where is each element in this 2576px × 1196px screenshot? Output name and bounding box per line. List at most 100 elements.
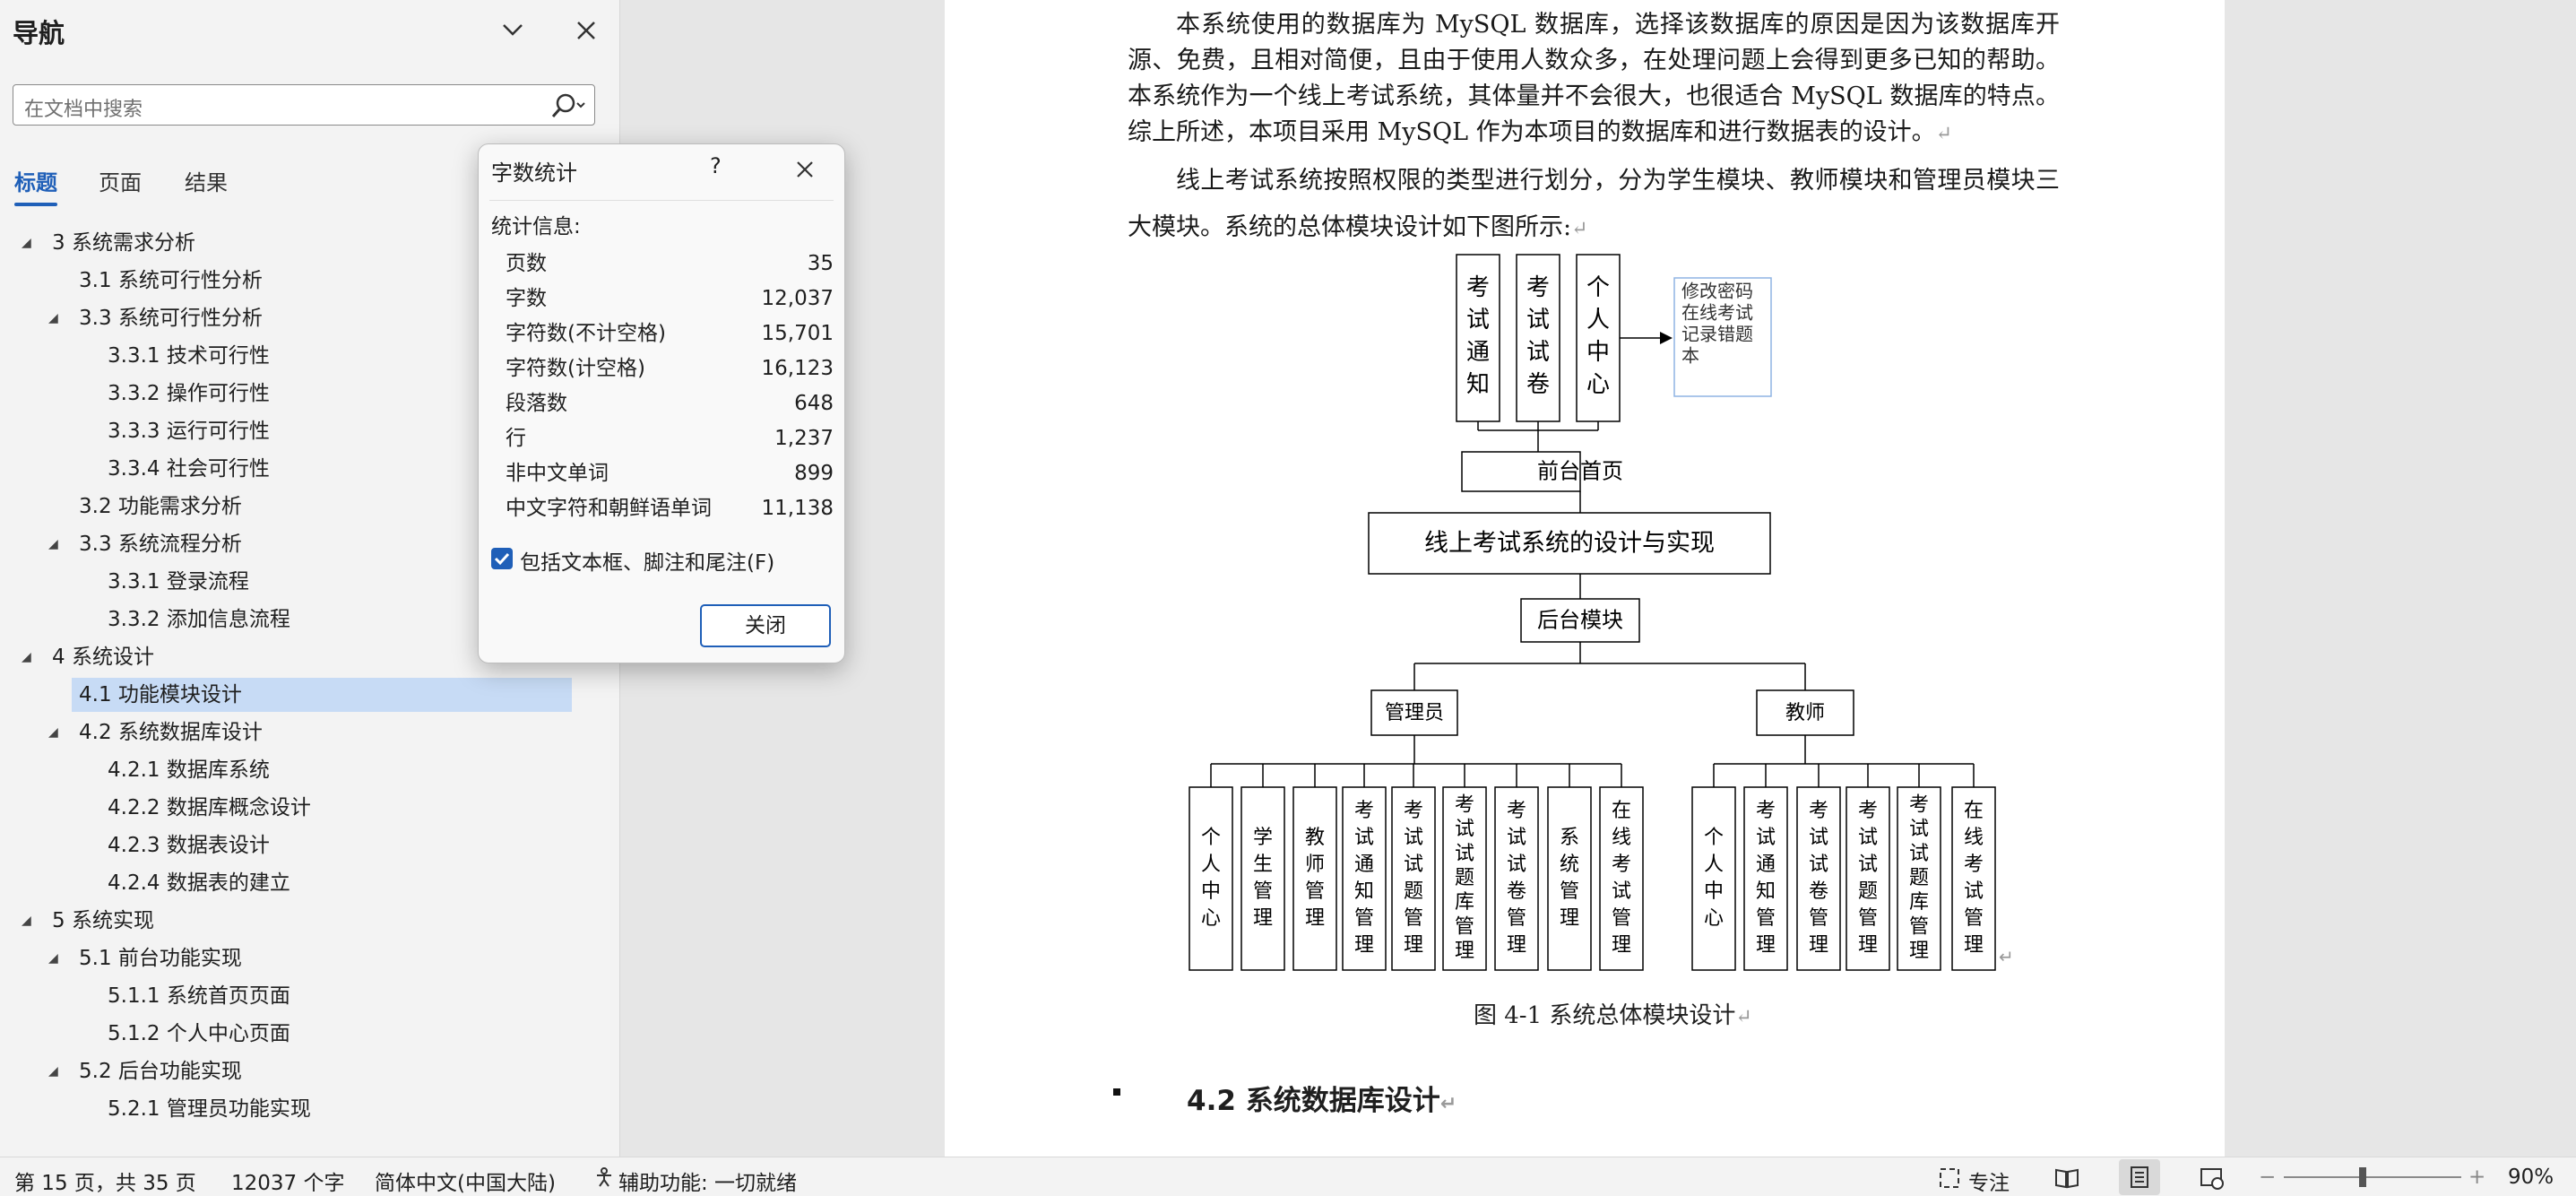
stat-label: 段落数 — [506, 392, 567, 415]
nav-heading-label: 4.2.4 数据表的建立 — [108, 871, 290, 895]
collapse-triangle-icon[interactable]: ◢ — [48, 537, 58, 551]
selection-highlight — [72, 678, 572, 712]
nav-heading-label: 4 系统设计 — [52, 646, 154, 669]
nav-heading-item[interactable]: 3.3.3 运行可行性 — [0, 412, 620, 450]
side-function-text: 本 — [1681, 345, 1699, 367]
nav-heading-item[interactable]: 4.2.4 数据表的建立 — [0, 864, 620, 902]
side-function-text: 修改密码 — [1681, 281, 1753, 302]
help-button[interactable]: ? — [710, 153, 722, 178]
nav-heading-label: 4.2.1 数据库系统 — [108, 758, 270, 782]
zoom-out-button[interactable]: − — [2259, 1166, 2277, 1189]
include-textbox-checkbox[interactable] — [491, 548, 513, 569]
nav-heading-label: 4.1 功能模块设计 — [79, 683, 242, 706]
collapse-triangle-icon[interactable]: ◢ — [22, 650, 31, 664]
admin-item-label: 试 — [1404, 827, 1423, 849]
search-icon[interactable] — [549, 91, 585, 121]
teacher-item-label: 理 — [1858, 934, 1878, 957]
collapse-triangle-icon[interactable]: ◢ — [48, 311, 58, 325]
collapse-triangle-icon[interactable]: ◢ — [48, 951, 58, 966]
nav-close-button[interactable] — [568, 13, 604, 48]
nav-heading-item[interactable]: 3.2 功能需求分析 — [0, 488, 620, 525]
chevron-down-icon — [503, 24, 523, 36]
teacher-item-label: 管 — [1909, 915, 1929, 938]
nav-heading-item[interactable]: 4.1 功能模块设计 — [0, 676, 620, 714]
stat-label: 页数 — [506, 252, 547, 275]
accessibility-status[interactable]: 辅助功能: 一切就绪 — [618, 1172, 798, 1195]
print-layout-button[interactable] — [2119, 1159, 2160, 1195]
nav-heading-item[interactable]: 5.1.1 系统首页页面 — [0, 977, 620, 1015]
admin-item-label: 学 — [1253, 827, 1273, 849]
admin-item-label: 考 — [1455, 794, 1474, 817]
admin-item-label: 理 — [1404, 934, 1423, 957]
front-page-box — [1461, 451, 1581, 492]
nav-heading-item[interactable]: ◢ 4 系统设计 — [0, 638, 620, 676]
admin-item-label: 在 — [1612, 800, 1631, 822]
teacher-item-box — [1897, 786, 1941, 971]
read-mode-icon[interactable] — [2054, 1166, 2079, 1190]
admin-item-label: 管 — [1354, 907, 1374, 930]
collapse-triangle-icon[interactable]: ◢ — [48, 725, 58, 740]
teacher-item-label: 通 — [1756, 854, 1776, 876]
active-tab-indicator — [14, 203, 57, 206]
focus-mode-button[interactable]: 专注 — [1968, 1172, 2010, 1195]
paragraph-mark: ↵ — [1439, 1093, 1457, 1115]
nav-heading-label: 3.3.1 登录流程 — [108, 570, 249, 594]
nav-heading-item[interactable]: 3.3.2 操作可行性 — [0, 375, 620, 412]
nav-heading-item[interactable]: 5.2.1 管理员功能实现 — [0, 1090, 620, 1128]
nav-heading-label: 5.2.1 管理员功能实现 — [108, 1097, 311, 1121]
teacher-item-label: 卷 — [1809, 880, 1828, 903]
zoom-level[interactable]: 90% — [2508, 1166, 2554, 1189]
nav-heading-item[interactable]: ◢5 系统实现 — [0, 902, 620, 940]
admin-item-label: 试 — [1612, 880, 1631, 903]
nav-heading-item[interactable]: 4.2.3 数据表设计 — [0, 827, 620, 864]
tab-results[interactable]: 结果 — [185, 170, 228, 195]
zoom-in-button[interactable]: + — [2468, 1166, 2486, 1189]
stat-value: 12,037 — [761, 287, 834, 310]
nav-heading-item[interactable]: ◢3 系统需求分析 — [0, 224, 620, 262]
dialog-close-icon-button[interactable] — [789, 153, 821, 186]
admin-item-label: 教 — [1305, 827, 1325, 849]
nav-heading-item[interactable]: 3.3.4 社会可行性 — [0, 450, 620, 488]
dialog-title: 字数统计 — [491, 160, 577, 186]
zoom-slider-thumb[interactable] — [2359, 1167, 2366, 1187]
admin-item-label: 管 — [1612, 907, 1631, 930]
nav-options-button[interactable] — [495, 13, 531, 48]
nav-heading-item[interactable]: 3.1 系统可行性分析 — [0, 262, 620, 299]
nav-heading-item[interactable]: 3.3.1 登录流程 — [0, 563, 620, 601]
top-module-label: 试 — [1526, 339, 1550, 366]
tab-pages[interactable]: 页面 — [99, 170, 142, 195]
teacher-item-box — [1691, 786, 1736, 971]
nav-heading-item[interactable]: 5.1.2 个人中心页面 — [0, 1015, 620, 1053]
nav-heading-item[interactable]: ◢3.3 系统流程分析 — [0, 525, 620, 563]
nav-heading-item[interactable]: 3.3.1 技术可行性 — [0, 337, 620, 375]
teacher-item-label: 中 — [1704, 880, 1724, 903]
paragraph-text: 线上考试系统按照权限的类型进行划分，分为学生模块、教师模块和管理员模块三大模块。… — [1128, 167, 2060, 241]
nav-heading-item[interactable]: 3.3.2 添加信息流程 — [0, 601, 620, 638]
nav-heading-item[interactable]: ◢3.3 系统可行性分析 — [0, 299, 620, 337]
stat-value: 35 — [807, 252, 834, 275]
accessibility-icon — [597, 1167, 611, 1187]
nav-heading-item[interactable]: 4.2.2 数据库概念设计 — [0, 789, 620, 827]
word-count[interactable]: 12037 个字 — [231, 1172, 345, 1195]
search-input[interactable]: 在文档中搜索 — [13, 84, 595, 126]
nav-heading-item[interactable]: ◢5.1 前台功能实现 — [0, 940, 620, 977]
nav-heading-item[interactable]: ◢5.2 后台功能实现 — [0, 1053, 620, 1090]
zoom-slider[interactable] — [2284, 1176, 2461, 1178]
page-count[interactable]: 第 15 页，共 35 页 — [14, 1172, 196, 1195]
close-button[interactable]: 关闭 — [700, 604, 831, 647]
tab-headings[interactable]: 标题 — [14, 170, 57, 195]
language[interactable]: 简体中文(中国大陆) — [375, 1172, 556, 1195]
collapse-triangle-icon[interactable]: ◢ — [22, 914, 31, 928]
teacher-item-label: 线 — [1964, 827, 1984, 849]
web-layout-icon[interactable] — [2200, 1166, 2225, 1190]
collapse-triangle-icon[interactable]: ◢ — [48, 1064, 58, 1079]
nav-heading-item[interactable]: 4.2.1 数据库系统 — [0, 751, 620, 789]
nav-heading-item[interactable]: ◢4.2 系统数据库设计 — [0, 714, 620, 751]
stat-label: 行 — [506, 427, 526, 450]
admin-item-label: 线 — [1612, 827, 1631, 849]
nav-title: 导航 — [13, 18, 65, 48]
collapse-triangle-icon[interactable]: ◢ — [22, 236, 31, 250]
status-bar: 第 15 页，共 35 页 12037 个字 简体中文(中国大陆) 辅助功能: … — [0, 1157, 2576, 1196]
